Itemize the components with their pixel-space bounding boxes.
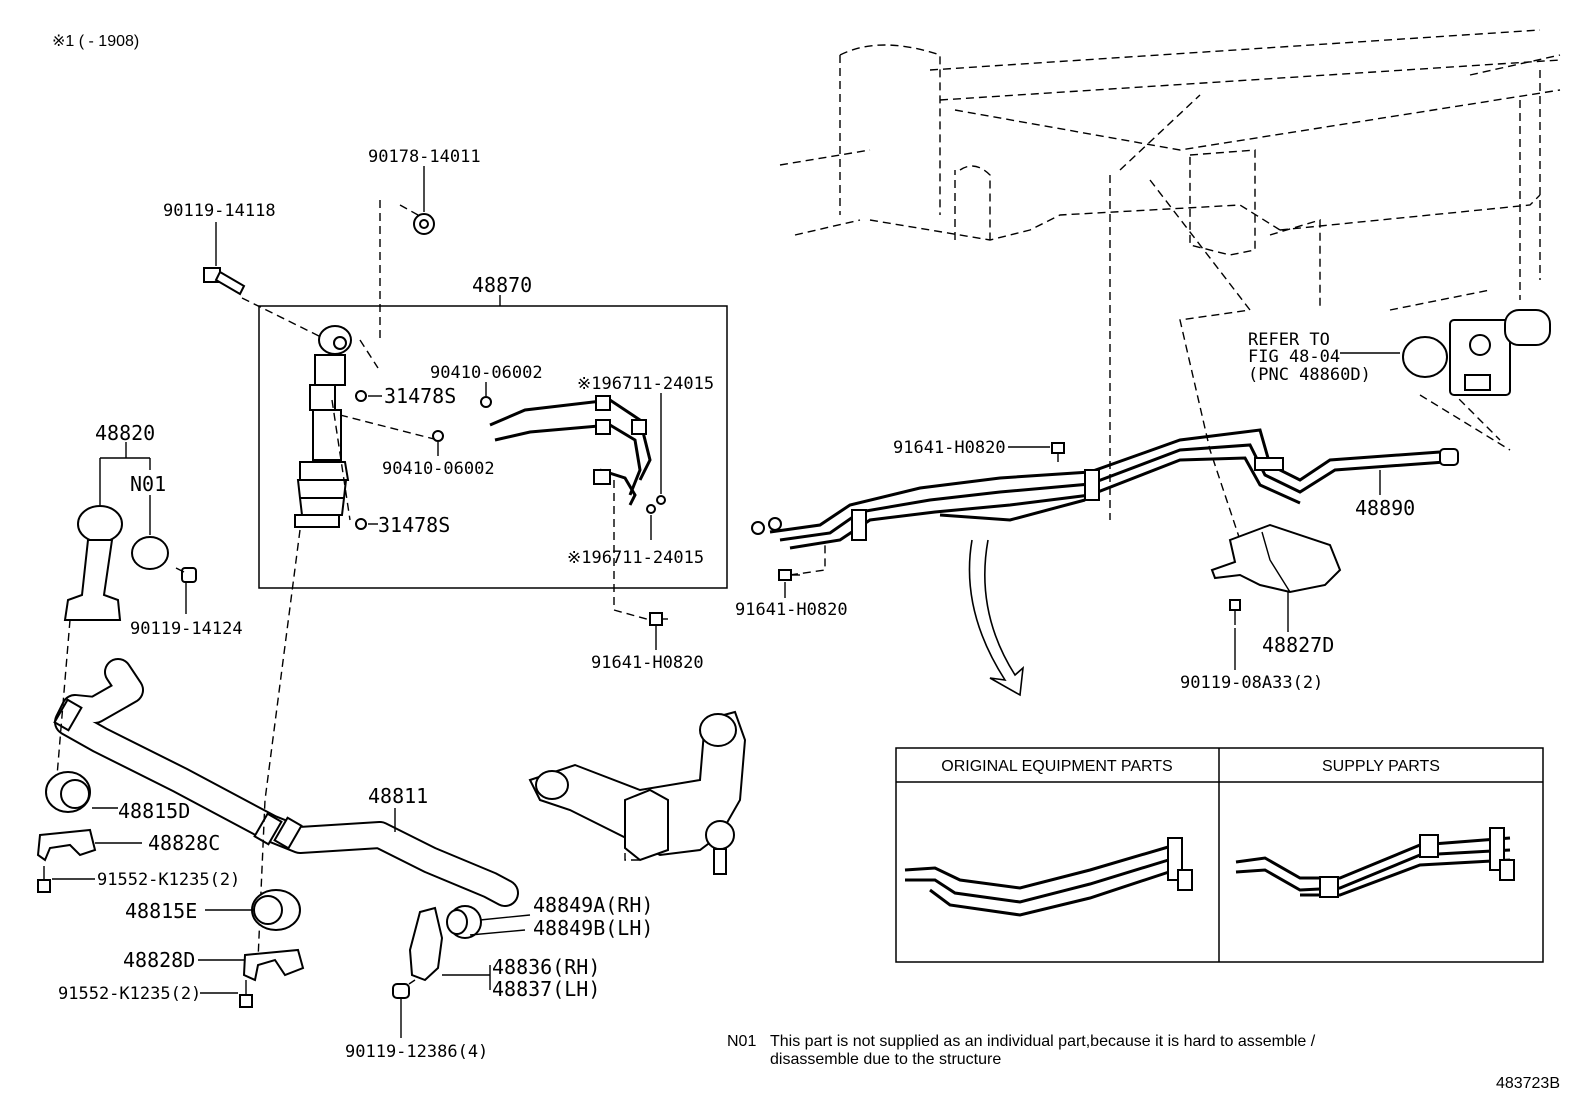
label-n01: N01: [130, 472, 166, 496]
supply-parts-tubes: [1235, 827, 1515, 898]
label-90119-14118: 90119-14118: [163, 201, 276, 221]
label-48828c: 48828C: [148, 831, 220, 855]
label-96711-lower: ※196711-24015: [567, 548, 704, 568]
bolt-91552-k1235-upper: [37, 866, 51, 893]
seal-31478s-upper: [355, 390, 367, 402]
bushing-n01: [131, 536, 169, 570]
dash-left-link: [54, 619, 71, 801]
label-48870: 48870: [472, 273, 532, 297]
assembly-box-48870: [258, 305, 728, 589]
bolt-90119-14124: [175, 567, 197, 583]
label-48815d: 48815D: [118, 799, 190, 823]
stabilizer-cylinder: [294, 325, 352, 528]
stabilizer-link-48820: [63, 505, 169, 621]
label-48890: 48890: [1355, 496, 1415, 520]
leader-48820-bracket: [99, 457, 151, 505]
view-direction-arrow: [968, 539, 1025, 697]
oring-96711-lower: [646, 504, 656, 514]
bracket-48836: [408, 906, 444, 982]
bracket-48828d: [242, 948, 305, 982]
label-90410-06002-upper: 90410-06002: [430, 363, 543, 383]
bolt-91641-h0820-top: [1051, 442, 1065, 462]
bolt-90119-14118: [203, 267, 246, 296]
label-31478s-upper: 31478S: [384, 384, 456, 408]
label-48828d: 48828D: [123, 948, 195, 972]
label-48827d: 48827D: [1262, 633, 1334, 657]
label-48849a: 48849A(RH): [533, 893, 653, 917]
label-48849b: 48849B(LH): [533, 916, 653, 940]
label-48837: 48837(LH): [492, 977, 600, 1001]
cylinder-tubes: [489, 395, 652, 506]
stabilizer-bar-48811: [53, 658, 519, 907]
applicability-note: ※1 ( - 1908): [52, 33, 139, 50]
leader-48849: [469, 914, 531, 936]
dash-arm: [624, 840, 640, 861]
nut-90178-14011: [413, 213, 435, 235]
seal-31478s-lower: [355, 518, 367, 530]
label-48815e: 48815E: [125, 899, 197, 923]
dash-cylinder-links: [331, 200, 439, 521]
label-96711-upper: ※196711-24015: [577, 374, 714, 394]
table-header-original: ORIGINAL EQUIPMENT PARTS: [941, 758, 1172, 775]
label-90119-14124: 90119-14124: [130, 619, 243, 639]
label-48836: 48836(RH): [492, 955, 600, 979]
label-91641-h0820-top: 91641-H0820: [893, 438, 1006, 458]
leader-48836: [442, 965, 491, 990]
vehicle-frame-outline: [779, 29, 1561, 541]
footnote-code: N01: [727, 1033, 756, 1050]
footnote-line2: disassemble due to the structure: [770, 1051, 1001, 1068]
label-91552-k1235-lower: 91552-K1235(2): [58, 984, 201, 1004]
refer-label-line2: FIG 48-04: [1248, 347, 1340, 367]
bolt-90119-12386: [392, 979, 416, 999]
bolt-90119-08a33: [1229, 599, 1241, 625]
protector-48827d: [1210, 523, 1342, 594]
label-90410-06002-lower: 90410-06002: [382, 459, 495, 479]
dash-90178: [399, 204, 419, 216]
original-parts-tubes: [904, 837, 1193, 917]
label-48811: 48811: [368, 784, 428, 808]
bushing-48815d: [45, 771, 91, 813]
bushing-48815e: [251, 889, 301, 931]
bushing-48849: [446, 905, 482, 939]
label-90178-14011: 90178-14011: [368, 147, 481, 167]
label-91641-h0820-mid: 91641-H0820: [735, 600, 848, 620]
bracket-48828c: [36, 828, 97, 862]
label-31478s-lower: 31478S: [378, 513, 450, 537]
hydraulic-tube-assembly: [751, 428, 1459, 550]
figure-id: 483723B: [1496, 1075, 1560, 1092]
table-header-supply: SUPPLY PARTS: [1322, 758, 1440, 775]
label-91641-h0820-right: 91641-H0820: [591, 653, 704, 673]
label-48820: 48820: [95, 421, 155, 445]
reference-valve-48860d: [1402, 309, 1551, 396]
lower-control-arm: [528, 710, 747, 875]
bolt-91641-h0820-right: [649, 612, 668, 626]
label-91552-k1235-upper: 91552-K1235(2): [97, 870, 240, 890]
bolt-91641-h0820-mid: [778, 569, 800, 581]
label-90119-08a33: 90119-08A33(2): [1180, 673, 1323, 693]
bolt-91552-k1235-lower: [239, 980, 253, 1008]
label-90119-12386: 90119-12386(4): [345, 1042, 488, 1062]
oring-96711-upper: [656, 495, 666, 505]
parts-comparison-table: ORIGINAL EQUIPMENT PARTS SUPPLY PARTS: [895, 747, 1544, 963]
dash-91641-right: [613, 480, 651, 621]
footnote-line1: This part is not supplied as an individu…: [770, 1033, 1316, 1050]
refer-label-line3: (PNC 48860D): [1248, 365, 1371, 385]
nut-90410-lower: [432, 430, 444, 442]
dash-91641-mid: [789, 545, 826, 576]
dash-90119-14118: [241, 297, 324, 339]
refer-label-line1: REFER TO: [1248, 330, 1330, 350]
nut-90410-upper: [480, 396, 492, 408]
